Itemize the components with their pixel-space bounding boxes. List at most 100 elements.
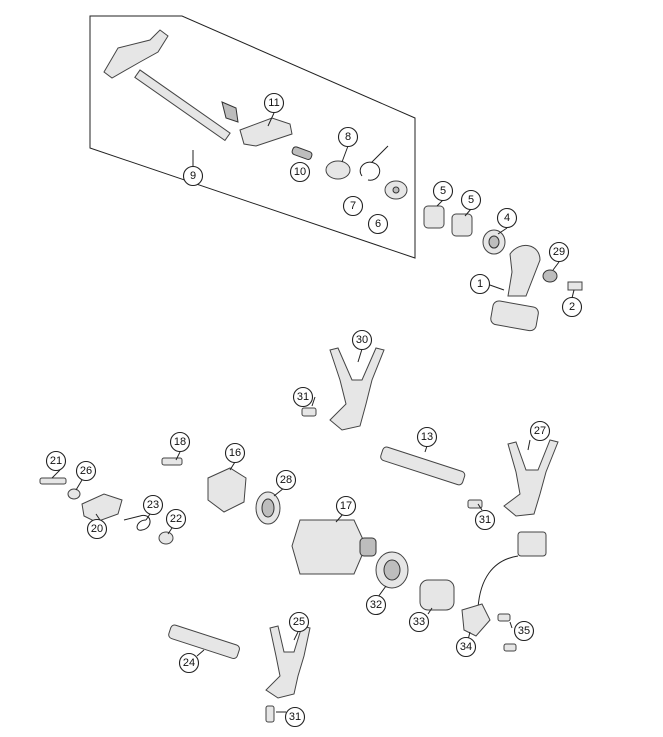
- bushing: [325, 160, 351, 180]
- callout-29: 29: [548, 241, 570, 263]
- washer-26: [67, 488, 81, 500]
- callouts: 9 11 10 8 7 6 5 5 4 29 1 2 30 31 13 27 3…: [45, 92, 583, 728]
- callout-7: 7: [342, 195, 364, 217]
- bolt-21: [39, 477, 67, 485]
- screw-35a: [497, 613, 511, 622]
- svg-text:6: 6: [375, 218, 381, 230]
- svg-text:18: 18: [174, 436, 186, 448]
- svg-text:17: 17: [340, 500, 352, 512]
- callout-25: 25: [288, 611, 310, 633]
- callout-8: 8: [337, 126, 359, 148]
- sensor-33: [419, 579, 455, 611]
- connector: [517, 531, 547, 557]
- svg-text:11: 11: [268, 97, 279, 109]
- svg-text:5: 5: [468, 194, 474, 206]
- callout-5b: 5: [460, 189, 482, 211]
- svg-text:32: 32: [370, 599, 382, 611]
- shift-fork-right: [503, 439, 559, 517]
- callout-21: 21: [45, 450, 67, 472]
- pin-31a: [301, 407, 317, 417]
- svg-text:13: 13: [421, 431, 433, 443]
- shift-fork-lower: [265, 625, 311, 699]
- callout-13: 13: [416, 426, 438, 448]
- callout-1: 1: [469, 273, 491, 295]
- callout-5a: 5: [432, 180, 454, 202]
- svg-text:33: 33: [413, 616, 425, 628]
- bolt-18: [161, 457, 183, 466]
- locking-lever-20: [81, 493, 123, 523]
- callout-9: 10: [289, 161, 311, 183]
- callout-4: 4: [496, 207, 518, 229]
- svg-text:24: 24: [183, 657, 195, 669]
- callout-26: 26: [75, 460, 97, 482]
- shift-plate: [239, 117, 293, 147]
- nut: [542, 269, 558, 283]
- assembly-outline: [89, 15, 416, 259]
- needle-bearing-b: [451, 213, 473, 237]
- callout-22: 22: [165, 508, 187, 530]
- svg-text:23: 23: [147, 499, 159, 511]
- callout-2: 2: [561, 296, 583, 318]
- callout-30: 30: [351, 329, 373, 351]
- pin-31c: [265, 705, 275, 723]
- pin-31b: [467, 499, 483, 509]
- shift-rail-upper: [380, 446, 466, 486]
- svg-text:31: 31: [289, 711, 301, 723]
- svg-text:1: 1: [477, 278, 483, 290]
- shift-drum: [291, 519, 377, 575]
- callout-17: 17: [335, 495, 357, 517]
- svg-text:27: 27: [534, 425, 546, 437]
- svg-text:35: 35: [518, 625, 530, 637]
- svg-text:9: 9: [190, 170, 196, 182]
- callout-34: 34: [455, 636, 477, 658]
- svg-text:31: 31: [297, 391, 309, 403]
- svg-text:29: 29: [553, 246, 565, 258]
- svg-text:26: 26: [80, 465, 92, 477]
- callout-32: 32: [365, 594, 387, 616]
- leader-lines: [51, 112, 575, 713]
- callout-33: 33: [408, 611, 430, 633]
- callout-31a: 31: [292, 386, 314, 408]
- spring-23: [123, 514, 151, 531]
- callout-18: 18: [169, 431, 191, 453]
- svg-text:20: 20: [91, 523, 103, 535]
- callout-23: 23: [142, 494, 164, 516]
- screw-35b: [503, 643, 517, 652]
- svg-text:28: 28: [280, 474, 292, 486]
- svg-text:10: 10: [294, 166, 306, 178]
- shift-drum-cam-16: [207, 467, 247, 513]
- callout-35: 35: [513, 620, 535, 642]
- shift-fork-upper: [329, 347, 385, 431]
- callout-31b: 31: [474, 509, 496, 531]
- svg-text:7: 7: [350, 200, 356, 212]
- callout-24: 24: [178, 652, 200, 674]
- callout-10: 9: [182, 165, 204, 187]
- svg-text:2: 2: [569, 301, 575, 313]
- svg-text:25: 25: [293, 616, 305, 628]
- screw-2: [567, 281, 583, 291]
- svg-text:5: 5: [440, 185, 446, 197]
- callout-6: 6: [367, 213, 389, 235]
- sensor-34: [461, 603, 491, 637]
- svg-text:31: 31: [479, 514, 491, 526]
- svg-text:30: 30: [356, 334, 368, 346]
- roller-22: [158, 531, 174, 545]
- callout-20: 20: [86, 518, 108, 540]
- callout-27: 27: [529, 420, 551, 442]
- svg-text:34: 34: [460, 641, 472, 653]
- svg-text:4: 4: [504, 212, 510, 224]
- svg-text:16: 16: [229, 447, 241, 459]
- svg-text:8: 8: [345, 131, 351, 143]
- needle-bearing-a: [423, 205, 445, 229]
- sensor-cable: [477, 555, 519, 609]
- callout-11: 11: [263, 92, 285, 114]
- callout-16: 16: [224, 442, 246, 464]
- callout-28: 28: [275, 469, 297, 491]
- svg-text:21: 21: [50, 455, 62, 467]
- spring: [291, 146, 313, 161]
- shift-shaft: [103, 29, 239, 142]
- svg-text:22: 22: [170, 513, 182, 525]
- return-spring: [359, 145, 389, 181]
- callout-31c: 31: [284, 706, 306, 728]
